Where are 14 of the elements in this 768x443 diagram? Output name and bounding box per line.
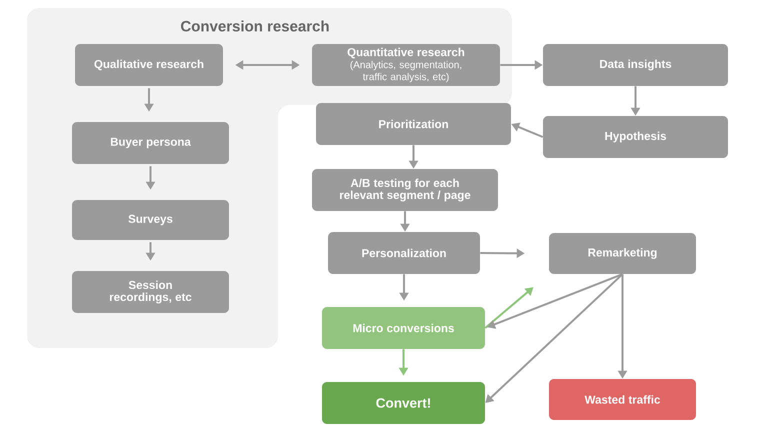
process-box: Personalization <box>328 232 480 274</box>
process-box: Wasted traffic <box>549 379 696 420</box>
process-box: A/B testing for each relevant segment / page <box>312 169 498 211</box>
process-box: Micro conversions <box>322 307 485 349</box>
process-box: Remarketing <box>549 233 696 274</box>
process-box: Data insights <box>543 44 728 86</box>
process-box: Qualitative research <box>75 44 223 86</box>
process-box: Prioritization <box>316 103 511 145</box>
process-box: Buyer persona <box>72 122 229 164</box>
process-box: Session recordings, etc <box>72 271 229 313</box>
process-box: Surveys <box>72 200 229 240</box>
process-box: Convert! <box>322 382 485 424</box>
process-box: Quantitative research (Analytics, segmentation, traffic analysis, etc) <box>312 44 500 86</box>
process-box: Hypothesis <box>543 116 728 158</box>
